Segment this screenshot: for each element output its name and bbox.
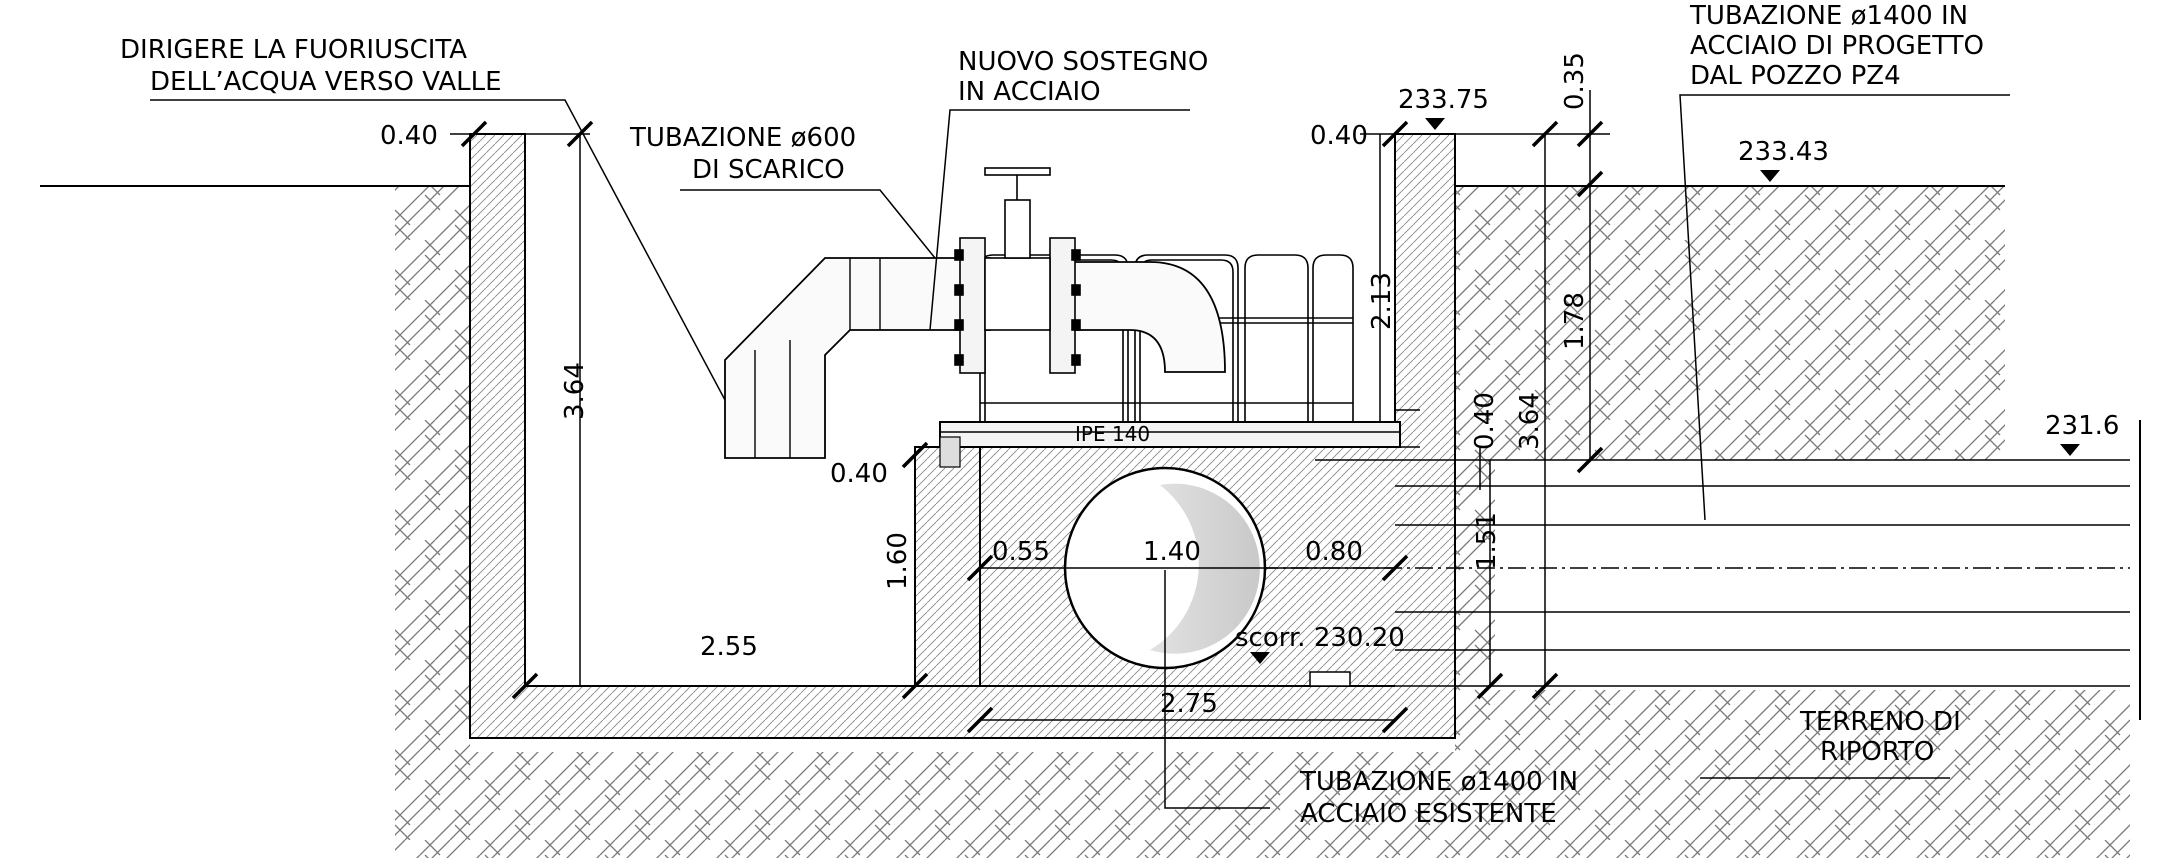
elevation-ground: 233.43 [1738,137,1829,167]
steel-beam [939,409,1420,468]
drain-label-1: TUBAZIONE ø600 [629,123,856,153]
dim-depth-left: 3.64 [560,362,590,420]
existing-pipe-label-2: ACCIAIO ESISTENTE [1300,799,1557,829]
dim-right-slab: 0.40 [1470,392,1500,450]
dim-pipe-left-gap: 0.55 [992,537,1050,567]
elevation-right: 231.6 [2045,411,2119,441]
gate-valve [954,167,1081,374]
project-pipe-label-1: TUBAZIONE ø1400 IN [1689,1,1968,31]
dim-right-mid: 1.78 [1560,292,1590,350]
support-label-1: NUOVO SOSTEGNO [958,47,1208,77]
dim-depth-right: 3.64 [1515,392,1545,450]
dim-right-top: 0.35 [1560,52,1590,110]
dim-bottom-left: 2.55 [700,632,758,662]
dim-lower-right: 1.51 [1472,512,1502,570]
leader-lines [150,94,2010,809]
fill-soil-label-2: RIPORTO [1820,737,1934,767]
fill-soil-label-1: TERRENO DI [1799,707,1961,737]
dim-inner-wall: 0.40 [830,459,888,489]
dim-wall-right-top: 0.40 [1310,121,1368,151]
support-label-2: IN ACCIAIO [958,77,1101,107]
elevation-markers [1250,118,2080,664]
dim-wall-left-top: 0.40 [380,121,438,151]
project-pipe-label-3: DAL POZZO PZ4 [1690,61,1901,91]
project-pipe-label-2: ACCIAIO DI PROGETTO [1690,31,1984,61]
dim-lower-chamber: 1.60 [883,532,913,590]
existing-pipe-label-1: TUBAZIONE ø1400 IN [1299,767,1578,797]
elevation-top-wall: 233.75 [1398,85,1489,115]
invert-label: scorr. 230.20 [1235,623,1405,653]
dim-bottom-right: 2.75 [1160,689,1218,719]
beam-label: IPE 140 [1075,422,1150,446]
outflow-label-2: DELL’ACQUA VERSO VALLE [150,67,502,97]
drain-pipe-600 [724,257,1226,459]
dim-upper-right: 2.13 [1367,272,1397,330]
outflow-label-1: DIRIGERE LA FUORIUSCITA [120,35,467,65]
pipe-lines-right [1260,420,2141,720]
dimension-lines [450,90,1610,734]
dim-pipe-diameter: 1.40 [1143,537,1201,567]
dim-pipe-right-gap: 0.80 [1305,537,1363,567]
drain-label-2: DI SCARICO [692,155,845,185]
soil-hatch [395,186,2130,858]
